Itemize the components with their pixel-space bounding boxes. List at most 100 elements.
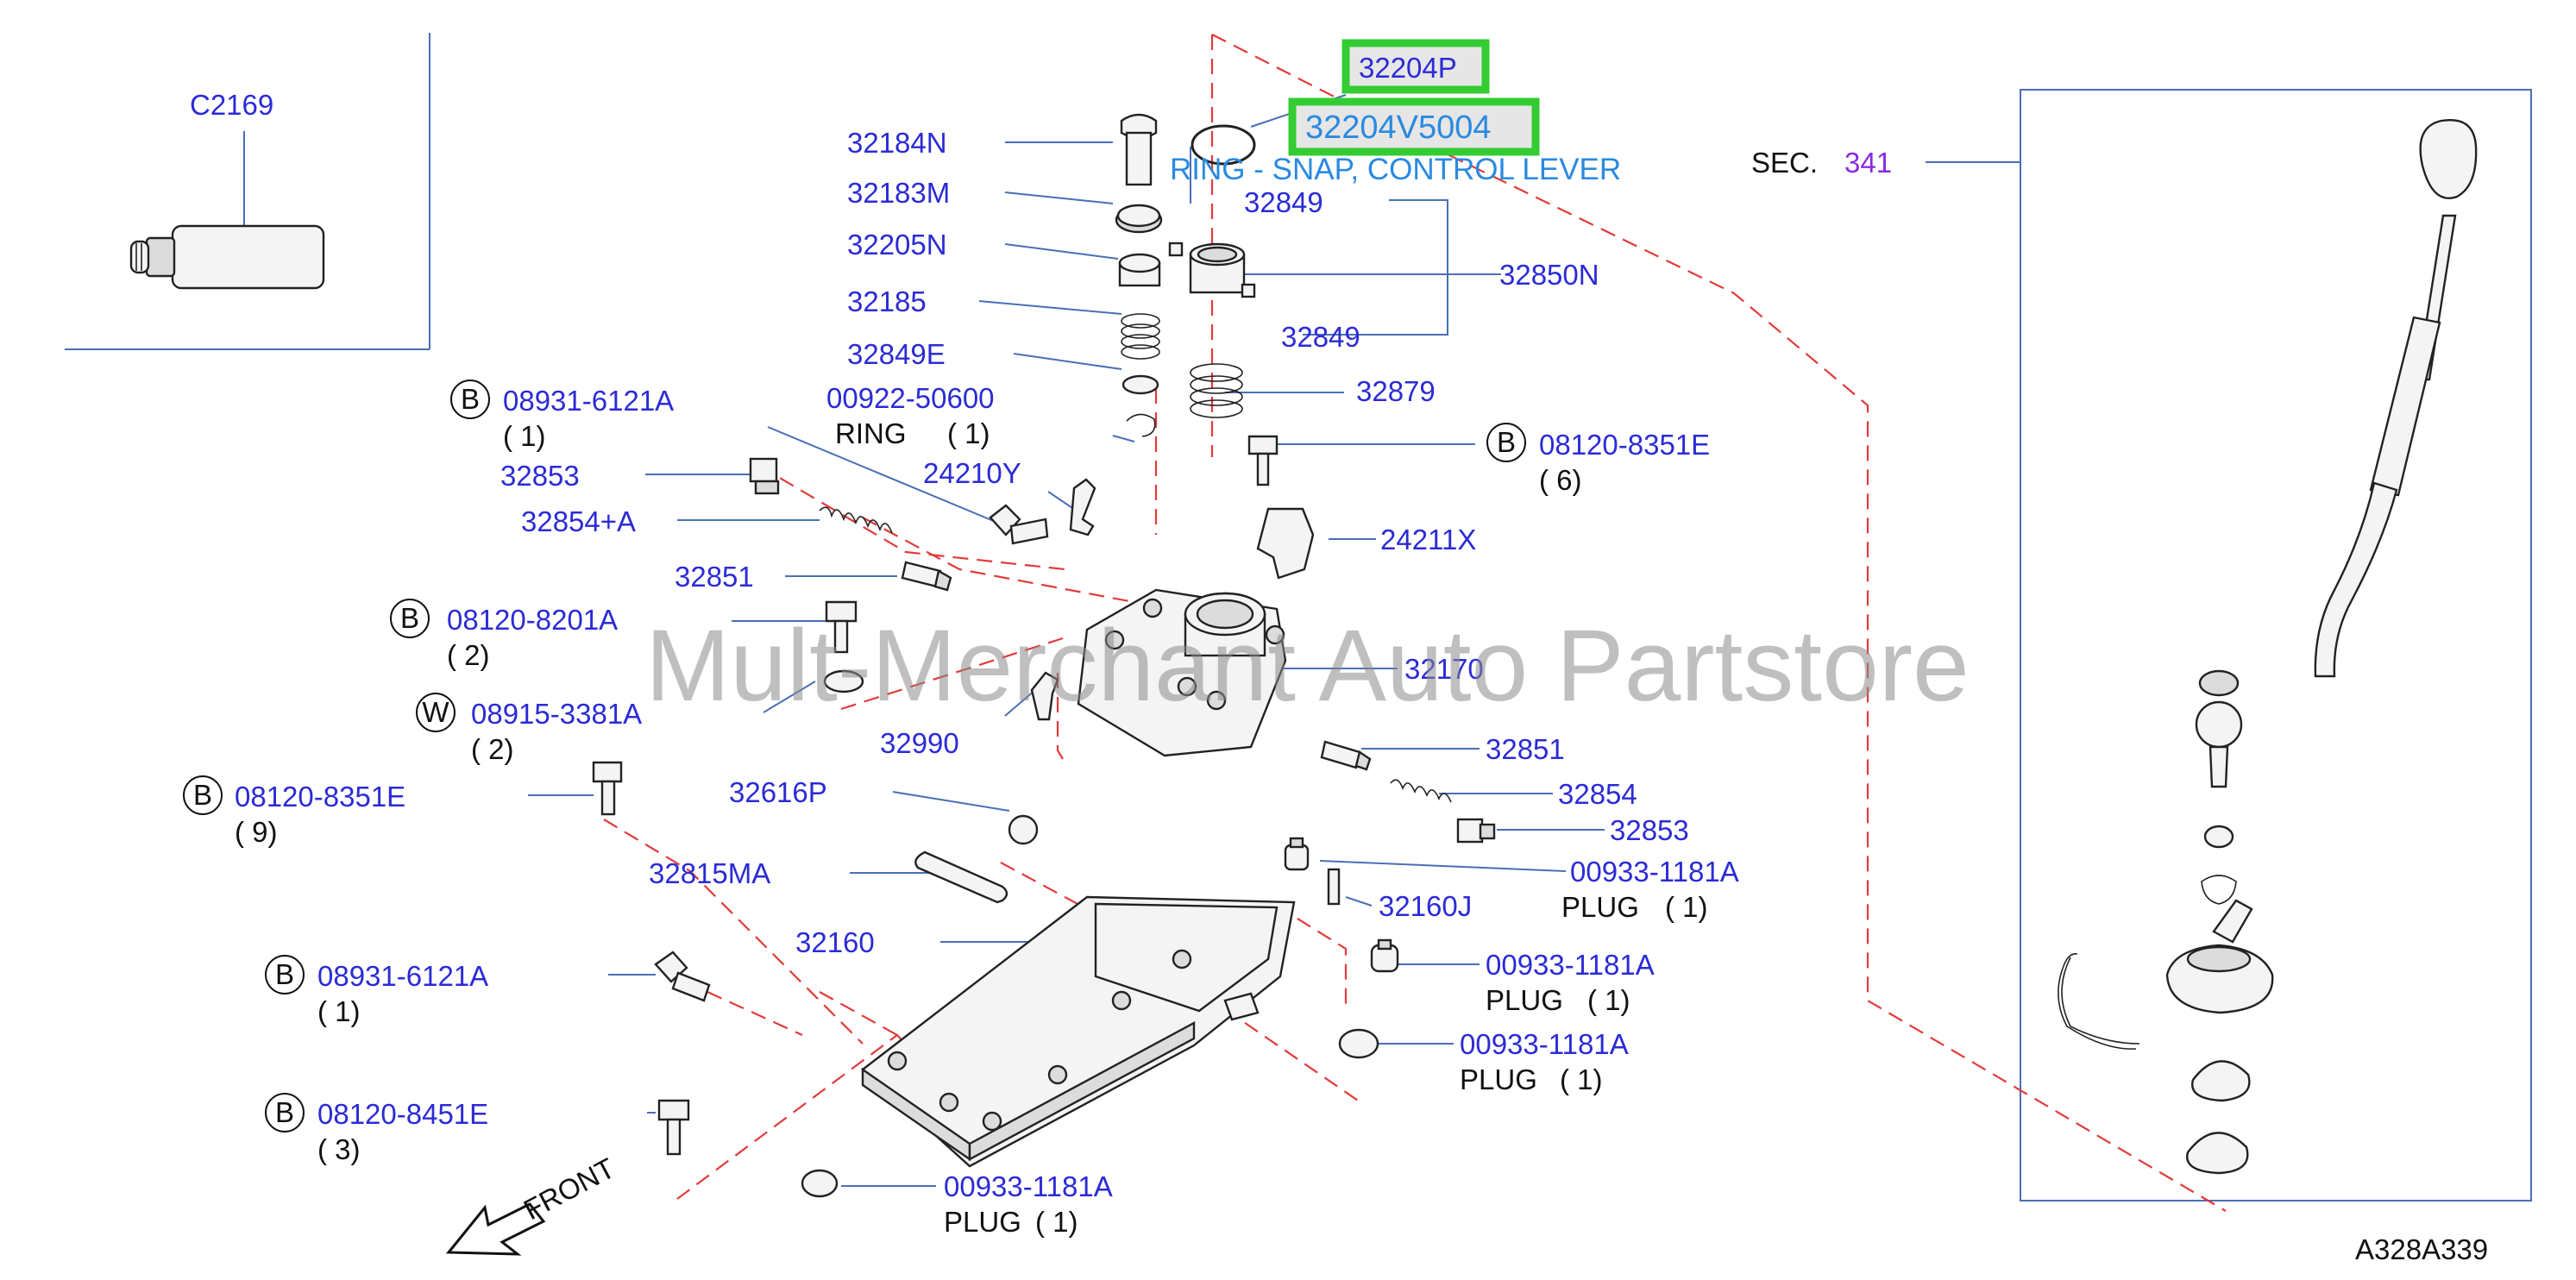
grease-tube-icon[interactable] <box>129 224 325 290</box>
part-32879-spring-icon[interactable] <box>1190 363 1243 418</box>
part-label-32849-upper[interactable]: 32849 <box>1244 186 1323 218</box>
part-label-32849e[interactable]: 32849E <box>847 338 946 370</box>
part-label-32854[interactable]: 32854 <box>1558 778 1637 810</box>
part-label-32183m[interactable]: 32183M <box>847 177 950 209</box>
part-label-32851-right[interactable]: 32851 <box>1486 733 1565 765</box>
part-32185-spring-icon[interactable] <box>1121 313 1160 360</box>
part-24210y-icon[interactable] <box>1069 478 1096 536</box>
part-00933-plug-a-icon[interactable] <box>1284 837 1310 871</box>
part-32854-spring-icon[interactable] <box>1390 779 1452 803</box>
highlight-box-primary[interactable] <box>1341 39 1490 94</box>
part-32160-valve-body-icon[interactable] <box>861 895 1296 1168</box>
figure-code: A328A339 <box>2355 1233 2488 1265</box>
part-label-32850n[interactable]: 32850N <box>1499 259 1599 291</box>
part-label-00933-1181a-a[interactable]: 00933-1181A <box>1570 856 1739 888</box>
qty-08931-6121a-bottom: ( 1) <box>317 995 361 1027</box>
part-label-32205n[interactable]: 32205N <box>847 229 947 260</box>
part-32183m-icon[interactable] <box>1115 204 1163 234</box>
part-32204p-icon[interactable] <box>1191 124 1256 166</box>
part-label-32184n[interactable]: 32184N <box>847 127 947 159</box>
part-00933-plug-b-icon[interactable] <box>1370 938 1399 973</box>
part-00922-ring-icon[interactable] <box>1126 413 1156 437</box>
lever-bushing-icon[interactable] <box>2201 825 2237 905</box>
part-label-32160[interactable]: 32160 <box>795 926 875 958</box>
part-label-00933-1181a-bottom[interactable]: 00933-1181A <box>944 1170 1113 1202</box>
shift-knob-icon[interactable] <box>2419 118 2478 199</box>
part-00933-plug-bottom-icon[interactable] <box>801 1169 839 1198</box>
highlight-part-primary[interactable]: 32204P <box>1359 52 1457 84</box>
part-08931-6121a-top-bolt-icon[interactable] <box>989 504 1049 545</box>
highlight-box-secondary[interactable] <box>1288 97 1540 156</box>
qty-08120-8451e: ( 3) <box>317 1133 361 1165</box>
part-label-08931-6121a-bottom[interactable]: 08931-6121A <box>317 960 488 992</box>
part-32160j-pin-icon[interactable] <box>1327 868 1341 906</box>
part-08120-8451e-bolt-icon[interactable] <box>657 1099 690 1156</box>
highlight-part-secondary[interactable]: 32204V5004 <box>1305 110 1492 146</box>
part-label-32854a[interactable]: 32854+A <box>521 505 636 537</box>
front-arrow-icon <box>445 1202 546 1256</box>
part-32849-pin-bottom-icon[interactable] <box>1241 283 1256 298</box>
part-label-32879[interactable]: 32879 <box>1356 375 1436 407</box>
part-32990-pipe-icon[interactable] <box>1030 671 1059 721</box>
part-label-32170[interactable]: 32170 <box>1404 653 1484 685</box>
part-label-32160j[interactable]: 32160J <box>1379 890 1472 922</box>
part-08120-8351e-right-bolt-icon[interactable] <box>1247 435 1279 486</box>
plug-qty-a: ( 1) <box>1665 891 1708 923</box>
part-32851-right-icon[interactable] <box>1320 740 1372 771</box>
inset-control-lever: SEC. 341 <box>1751 89 2532 1202</box>
part-32184n-icon[interactable] <box>1120 113 1158 186</box>
part-32849e-icon[interactable] <box>1122 374 1159 395</box>
part-label-32990[interactable]: 32990 <box>880 727 959 759</box>
part-32616p-ball-icon[interactable] <box>1008 814 1039 845</box>
part-label-24210y[interactable]: 24210Y <box>923 457 1021 489</box>
watermark: Mult-Merchant Auto Partstore <box>645 609 1970 723</box>
part-label-08120-8351e-left[interactable]: 08120-8351E <box>235 781 405 813</box>
part-label-24211x[interactable]: 24211X <box>1380 524 1476 555</box>
part-32849-pin-top-icon[interactable] <box>1168 242 1184 257</box>
plug-caption-c: PLUG <box>1460 1064 1537 1095</box>
part-label-00933-1181a-b[interactable]: 00933-1181A <box>1486 949 1655 981</box>
shift-lever-icon[interactable] <box>2195 214 2457 788</box>
part-labels: 32184N 32183M 32205N 32185 32849E 00922-… <box>235 127 1739 1238</box>
bolt-symbol-b: B <box>275 958 294 990</box>
part-24211x-bracket-icon[interactable] <box>1256 507 1315 580</box>
part-label-00922-50600[interactable]: 00922-50600 <box>826 382 995 414</box>
part-08120-8201a-bolt-icon[interactable] <box>825 600 858 654</box>
part-00933-plug-c-icon[interactable] <box>1338 1028 1379 1059</box>
part-32205n-icon[interactable] <box>1118 253 1161 287</box>
part-label-c2169[interactable]: C2169 <box>190 89 273 121</box>
part-label-32616p[interactable]: 32616P <box>729 776 827 808</box>
part-08120-8351e-left-bolt-icon[interactable] <box>592 761 623 816</box>
part-label-00933-1181a-c[interactable]: 00933-1181A <box>1460 1028 1629 1060</box>
part-label-32185[interactable]: 32185 <box>847 285 927 317</box>
bolt-symbols: B B W B B B B <box>183 380 1526 1133</box>
part-32853-top-icon[interactable] <box>749 457 780 495</box>
part-08915-washer-icon[interactable] <box>823 669 864 693</box>
part-08931-6121a-bottom-bolt-icon[interactable] <box>654 951 711 1002</box>
part-label-08120-8351e-right[interactable]: 08120-8351E <box>1539 429 1710 461</box>
part-label-08931-6121a-top[interactable]: 08931-6121A <box>503 385 674 417</box>
lever-boot-icon[interactable] <box>2165 899 2274 1014</box>
snap-ring-icon[interactable] <box>2186 1060 2251 1175</box>
bolt-symbol-b: B <box>275 1096 294 1128</box>
part-32815ma-rod-icon[interactable] <box>914 850 1008 904</box>
ring-qty: ( 1) <box>947 417 990 449</box>
part-label-08120-8451e[interactable]: 08120-8451E <box>317 1098 488 1130</box>
part-label-32849-lower[interactable]: 32849 <box>1281 321 1360 353</box>
lever-spring-clip-icon[interactable] <box>2058 952 2140 1050</box>
part-32854a-spring-icon[interactable] <box>819 506 893 534</box>
ring-caption: RING <box>835 417 907 449</box>
part-label-32853-top[interactable]: 32853 <box>500 460 580 492</box>
part-label-08120-8201a[interactable]: 08120-8201A <box>447 604 618 636</box>
qty-08915-3381a: ( 2) <box>471 733 514 765</box>
part-label-08915-3381a[interactable]: 08915-3381A <box>471 698 642 730</box>
part-label-32853-right[interactable]: 32853 <box>1610 814 1689 846</box>
section-number-link[interactable]: 341 <box>1844 147 1892 179</box>
part-32851-top-icon[interactable] <box>901 561 952 592</box>
part-32170-housing-icon[interactable] <box>1077 588 1287 757</box>
part-label-32851-top[interactable]: 32851 <box>675 561 754 593</box>
part-label-32815ma[interactable]: 32815MA <box>649 857 770 889</box>
part-32850n-icon[interactable] <box>1189 242 1246 294</box>
part-32853-right-icon[interactable] <box>1456 818 1496 844</box>
